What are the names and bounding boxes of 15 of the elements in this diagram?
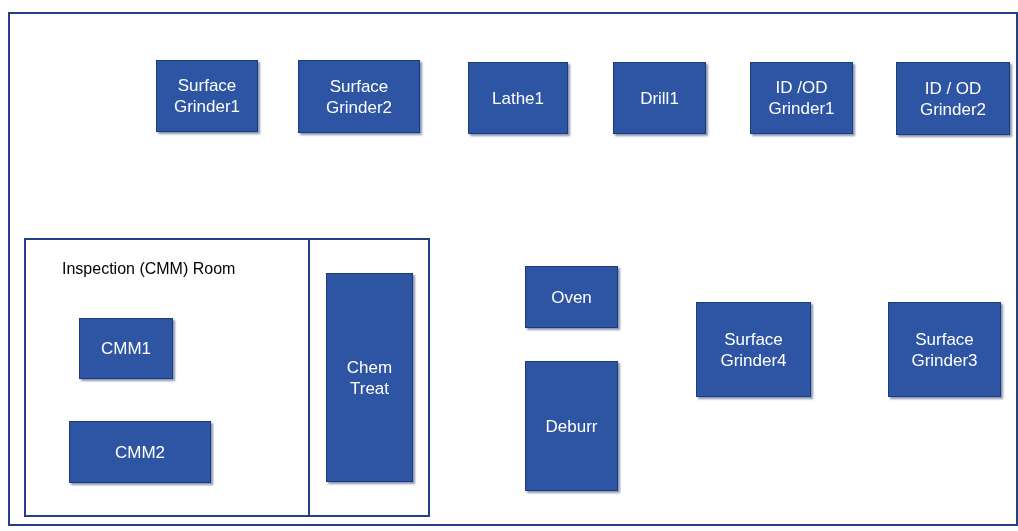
machine-box: Surface Grinder3 [888, 302, 1001, 397]
room-outline [24, 238, 310, 517]
machine-box: CMM2 [69, 421, 211, 483]
machine-box: Drill1 [613, 62, 706, 134]
machine-box: Lathe1 [468, 62, 568, 134]
machine-box: ID /OD Grinder1 [750, 62, 853, 134]
machine-box: ID / OD Grinder2 [896, 62, 1010, 135]
room-label: Inspection (CMM) Room [62, 260, 236, 278]
machine-box: Surface Grinder2 [298, 60, 420, 133]
machine-box: Oven [525, 266, 618, 328]
machine-box: Deburr [525, 361, 618, 491]
machine-box: Chem Treat [326, 273, 413, 482]
machine-box: CMM1 [79, 318, 173, 379]
machine-box: Surface Grinder4 [696, 302, 811, 397]
machine-box: Surface Grinder1 [156, 60, 258, 132]
